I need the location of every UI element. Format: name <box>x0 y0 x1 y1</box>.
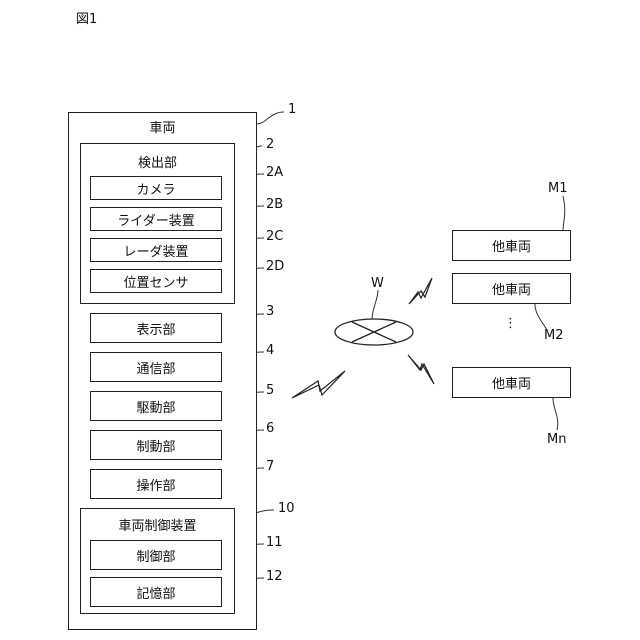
display-unit-box: 表示部 <box>90 313 222 343</box>
ref-label: M2 <box>544 328 564 343</box>
other-vehicle-label: 他車両 <box>492 236 531 255</box>
vehicle-title: 車両 <box>69 117 256 136</box>
other-vehicle-box: 他車両 <box>452 273 571 304</box>
ref-label: 5 <box>266 383 274 398</box>
position-sensor-label: 位置センサ <box>123 272 188 291</box>
ref-label: Mn <box>547 432 566 447</box>
storage-unit-label: 記憶部 <box>136 583 175 602</box>
leader-line-1 <box>257 112 284 124</box>
control-device-title: 車両制御装置 <box>81 515 234 534</box>
other-vehicle-box: 他車両 <box>452 367 571 398</box>
display-unit-label: 表示部 <box>136 319 175 338</box>
ref-label: 2C <box>266 229 283 244</box>
ref-label: 1 <box>288 102 296 117</box>
camera-box: カメラ <box>90 176 222 200</box>
camera-label: カメラ <box>136 179 175 198</box>
communication-unit-label: 通信部 <box>136 358 175 377</box>
operation-unit-box: 操作部 <box>90 469 222 499</box>
ref-label: 2D <box>266 259 284 274</box>
wireless-signal-icon <box>409 278 432 304</box>
leader-line-M1 <box>563 196 565 231</box>
other-vehicle-label: 他車両 <box>492 279 531 298</box>
position-sensor-box: 位置センサ <box>90 269 222 293</box>
ref-label: 10 <box>278 501 295 516</box>
other-vehicle-box: 他車両 <box>452 230 571 261</box>
leader-line-Mn <box>553 398 558 430</box>
operation-unit-label: 操作部 <box>136 475 175 494</box>
radar-box: レーダ装置 <box>90 238 222 262</box>
wireless-signal-icon <box>292 371 345 398</box>
ref-label: 2B <box>266 197 283 212</box>
brake-unit-box: 制動部 <box>90 430 222 460</box>
lidar-label: ライダー装置 <box>117 210 194 229</box>
ref-label: 11 <box>266 535 283 550</box>
ref-label: 12 <box>266 569 283 584</box>
other-vehicle-label: 他車両 <box>492 373 531 392</box>
ellipsis-icon: ⋮ <box>504 316 517 331</box>
radar-label: レーダ装置 <box>123 241 188 260</box>
control-unit-label: 制御部 <box>136 546 175 565</box>
ref-label: M1 <box>548 181 568 196</box>
ref-label: 7 <box>266 459 274 474</box>
communication-unit-box: 通信部 <box>90 352 222 382</box>
network-label: W <box>371 276 384 291</box>
drive-unit-label: 駆動部 <box>136 397 175 416</box>
ref-label: 4 <box>266 343 274 358</box>
lidar-box: ライダー装置 <box>90 207 222 231</box>
ref-label: 2A <box>266 165 283 180</box>
ref-label: 2 <box>266 137 274 152</box>
ref-label: 3 <box>266 304 274 319</box>
storage-unit-box: 記憶部 <box>90 577 222 607</box>
ref-label: 6 <box>266 421 274 436</box>
leader-line-W <box>372 290 378 320</box>
detector-title: 検出部 <box>81 152 234 171</box>
drive-unit-box: 駆動部 <box>90 391 222 421</box>
figure-label: 図1 <box>76 8 97 27</box>
brake-unit-label: 制動部 <box>136 436 175 455</box>
leader-line-M2 <box>535 304 547 330</box>
network-icon <box>335 319 413 345</box>
control-unit-box: 制御部 <box>90 540 222 570</box>
wireless-signal-icon <box>408 355 434 384</box>
